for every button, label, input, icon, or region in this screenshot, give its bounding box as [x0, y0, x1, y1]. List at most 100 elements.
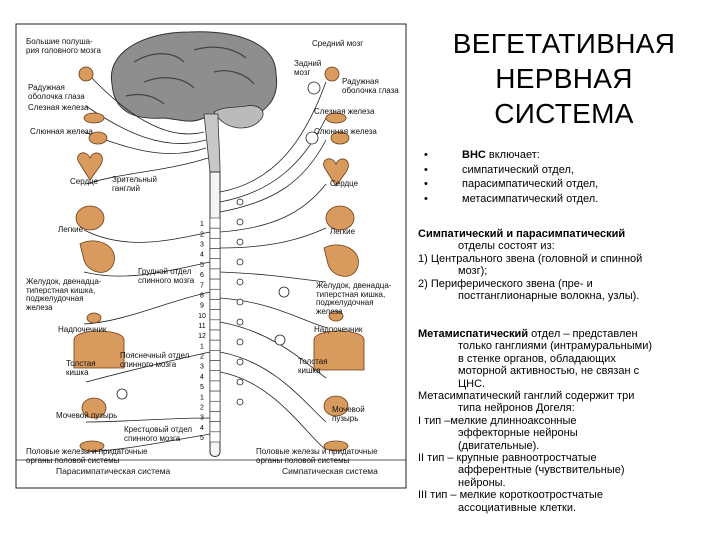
vertebral-segment	[209, 400, 221, 412]
label-stomach-left: Желудок, двенадца-типерстная кишка,подже…	[26, 277, 102, 312]
left-bladder	[81, 397, 107, 419]
para2-line: типа нейронов Догеля:	[458, 402, 575, 415]
vertebral-segment	[209, 299, 221, 310]
bullet-list: •ВНС включает: •симпатический отдел, •па…	[424, 148, 714, 206]
bullet-item: • метасимпатический отдел.	[424, 192, 714, 207]
right-colon	[313, 330, 365, 371]
segment-number: 1	[200, 221, 204, 228]
label-midbrain: Средний мозг	[312, 39, 364, 48]
label-bladder-left: Мочевой пузырь	[56, 411, 118, 420]
caption-parasympathetic: Парасимпатическая система	[56, 466, 171, 476]
bullet-dot-icon: •	[424, 149, 428, 161]
right-organs	[313, 66, 365, 452]
slide-title: ВЕГЕТАТИВНАЯ НЕРВНАЯ СИСТЕМА	[420, 26, 708, 131]
right-lacrimal-gland	[325, 112, 347, 124]
vertebral-segment	[209, 238, 221, 249]
bullet-dot-icon: •	[424, 163, 428, 176]
vertebral-segment	[209, 288, 221, 300]
sympathetic-ganglion-chain	[116, 81, 321, 406]
segment-number: 6	[200, 272, 204, 279]
segment-number: 3	[200, 364, 204, 371]
right-adrenal	[328, 310, 344, 322]
label-lacrimal-left: Слезная железа	[28, 103, 89, 112]
label-adrenal-left: Надпочечник	[58, 325, 107, 334]
para2-line: моторной активностью, не связан с	[458, 365, 640, 378]
cerebellum	[213, 105, 264, 129]
segment-number: 12	[198, 333, 206, 340]
vertebral-segment	[209, 319, 221, 331]
segment-number: 4	[200, 374, 204, 381]
segment-number: 8	[200, 292, 204, 299]
bullet-item: •ВНС включает:	[424, 148, 714, 163]
para1-line: мозг);	[458, 265, 488, 278]
label-heart-right: Сердце	[330, 179, 359, 188]
vertebral-segment	[209, 248, 221, 260]
title-line-3: СИСТЕМА	[494, 98, 634, 129]
segment-number: 1	[200, 394, 204, 401]
segment-number: 5	[200, 384, 204, 391]
vertebral-segment	[209, 309, 221, 321]
label-salivary-left: Слюнная железа	[30, 127, 93, 136]
para2-line: нейроны.	[458, 476, 506, 489]
vertebral-segment	[209, 390, 221, 402]
segment-number: 1	[200, 343, 204, 350]
diagram-frame	[15, 23, 407, 489]
para2-line: Метамиспатический отдел – представлен	[418, 328, 638, 340]
para1-line: 2) Периферического звена (пре- и	[418, 277, 593, 290]
para2-line: в стенке органов, обладающих	[458, 352, 616, 365]
para1-line: постганглионарные волокна, узлы).	[458, 290, 640, 303]
segment-number: 3	[200, 242, 204, 249]
vertebral-segment	[209, 227, 221, 239]
vertebral-segment	[209, 339, 221, 351]
para2-line: афферентные (чувствительные)	[458, 464, 625, 477]
para2-line: ассоциативные клетки.	[458, 501, 577, 514]
label-adrenal-right: Надпочечник	[314, 325, 363, 334]
vertebral-segment	[209, 421, 221, 433]
left-stomach	[79, 240, 115, 273]
paragraph-metasympathetic: Метамиспатический отдел – представлен то…	[418, 328, 714, 514]
segment-number: 2	[200, 354, 204, 361]
para2-line: II тип – крупные равноотростчатые	[418, 452, 597, 465]
vertebral-segment	[209, 268, 221, 280]
vertebral-segment	[209, 380, 221, 392]
segment-number: 2	[200, 404, 204, 411]
brainstem	[203, 113, 221, 173]
vertebral-segment	[209, 411, 221, 422]
segment-number: 7	[200, 282, 204, 289]
para1-line: Симпатический и парасимпатический	[418, 228, 626, 240]
bullet-dot-icon: •	[424, 178, 428, 191]
title-line-2: НЕРВНАЯ	[495, 63, 633, 94]
segment-number: 11	[198, 323, 205, 330]
title-line-1: ВЕГЕТАТИВНАЯ	[452, 28, 676, 59]
label-lungs-right: Легкие	[330, 227, 356, 236]
segment-number: 5	[200, 435, 204, 442]
right-stomach	[323, 244, 359, 277]
left-lacrimal-gland	[83, 112, 105, 124]
left-organs	[73, 66, 125, 452]
right-iris	[324, 66, 340, 82]
bullet-dot-icon: •	[424, 192, 428, 205]
right-salivary-gland	[330, 131, 350, 145]
segment-number: 10	[198, 313, 206, 320]
segment-number: 4	[200, 425, 204, 432]
bullet-text: метасимпатический отдел.	[462, 192, 599, 205]
bullet-item: •симпатический отдел,	[424, 163, 714, 178]
left-iris	[78, 66, 94, 82]
brain-folds	[125, 46, 255, 105]
paragraph-structure: Симпатический и парасимпатический отделы…	[418, 228, 714, 302]
vertebral-segment	[209, 278, 221, 290]
segment-number: 9	[200, 303, 204, 310]
left-heart	[77, 152, 103, 181]
para2-line: (двигательные).	[458, 439, 540, 452]
vertebral-segment	[209, 217, 221, 229]
